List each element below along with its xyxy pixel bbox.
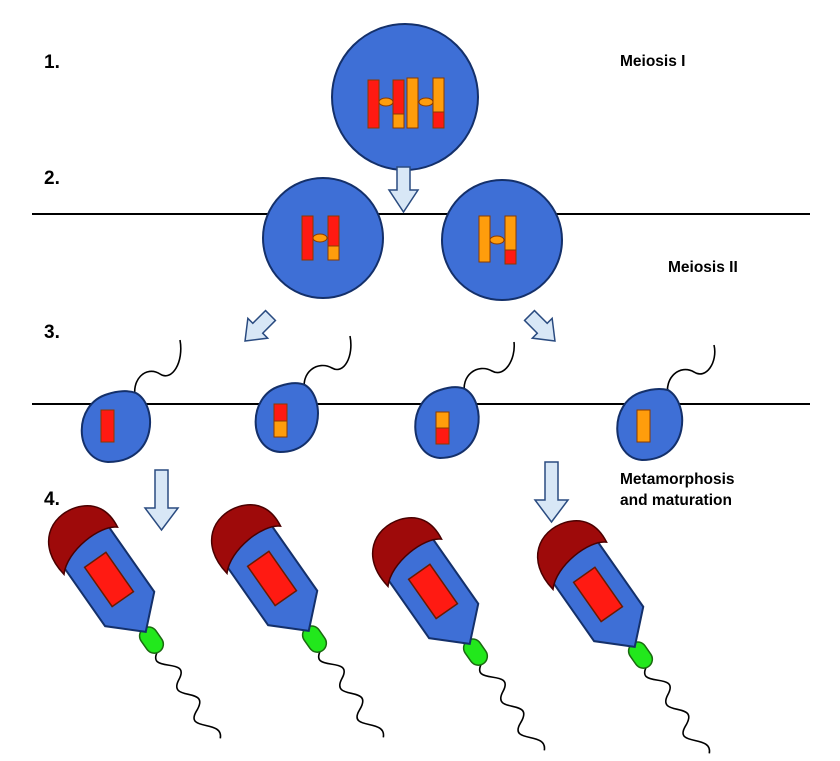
arrow-down-icon [533,461,570,524]
chromatid [301,215,314,261]
flagellum [666,344,716,398]
nucleus [246,550,298,607]
nucleus [572,566,624,623]
flagellum [303,335,352,393]
centromere [489,235,505,245]
flagellum [133,339,182,401]
cell-body [331,23,479,171]
chromatid [432,77,445,113]
acrosome [210,504,282,576]
acrosome [47,505,119,577]
spermatid-4 [616,344,716,462]
centromere [418,97,434,107]
chromatid [273,420,288,438]
arrow-down-right-icon [523,309,556,342]
arrow-down-icon [143,469,180,532]
arrow-down-icon [387,166,420,214]
acrosome [536,520,608,592]
spermatozoon-1 [47,505,222,739]
acrosome [371,517,443,589]
cell-body [80,390,152,464]
label-maturation: and maturation [620,492,732,509]
spermatid-3 [414,341,515,460]
centromere [378,97,394,107]
chromatid [478,215,491,263]
arrow-down-left-icon [244,309,277,342]
primary-spermatocyte [331,23,479,171]
secondary-spermatocyte-right [441,179,563,301]
chromatid [435,411,450,429]
centromere [312,233,328,243]
flagellum [644,664,711,754]
step-label-4: 4. [44,489,60,510]
chromatid [406,77,419,129]
spermatid-1 [80,339,182,464]
nucleus [407,563,459,620]
chromatid [504,249,517,265]
spermatid-2 [254,335,352,454]
flagellum [479,661,546,751]
flagellum [155,649,222,739]
flagellum [463,341,515,396]
chromatid [392,113,405,129]
label-meiosis-1: Meiosis I [620,53,685,70]
label-meiosis-2: Meiosis II [668,259,738,276]
flagellum [318,648,385,738]
label-metamorphosis: Metamorphosis [620,471,735,488]
step-label-2: 2. [44,168,60,189]
nucleus [83,551,135,608]
chromatid [273,403,288,422]
chromatid [504,215,517,251]
chromatid [327,215,340,247]
chromatid [100,409,115,443]
spermatozoon-3 [371,517,546,751]
secondary-spermatocyte-left [262,177,384,299]
step-label-1: 1. [44,52,60,73]
chromatid [432,111,445,129]
chromatid [392,79,405,115]
chromatid [435,427,450,445]
chromatid [636,409,651,443]
step-label-3: 3. [44,322,60,343]
chromatid [367,79,380,129]
spermatozoon-2 [210,504,385,738]
spermatozoon-4 [536,520,711,754]
chromatid [327,245,340,261]
